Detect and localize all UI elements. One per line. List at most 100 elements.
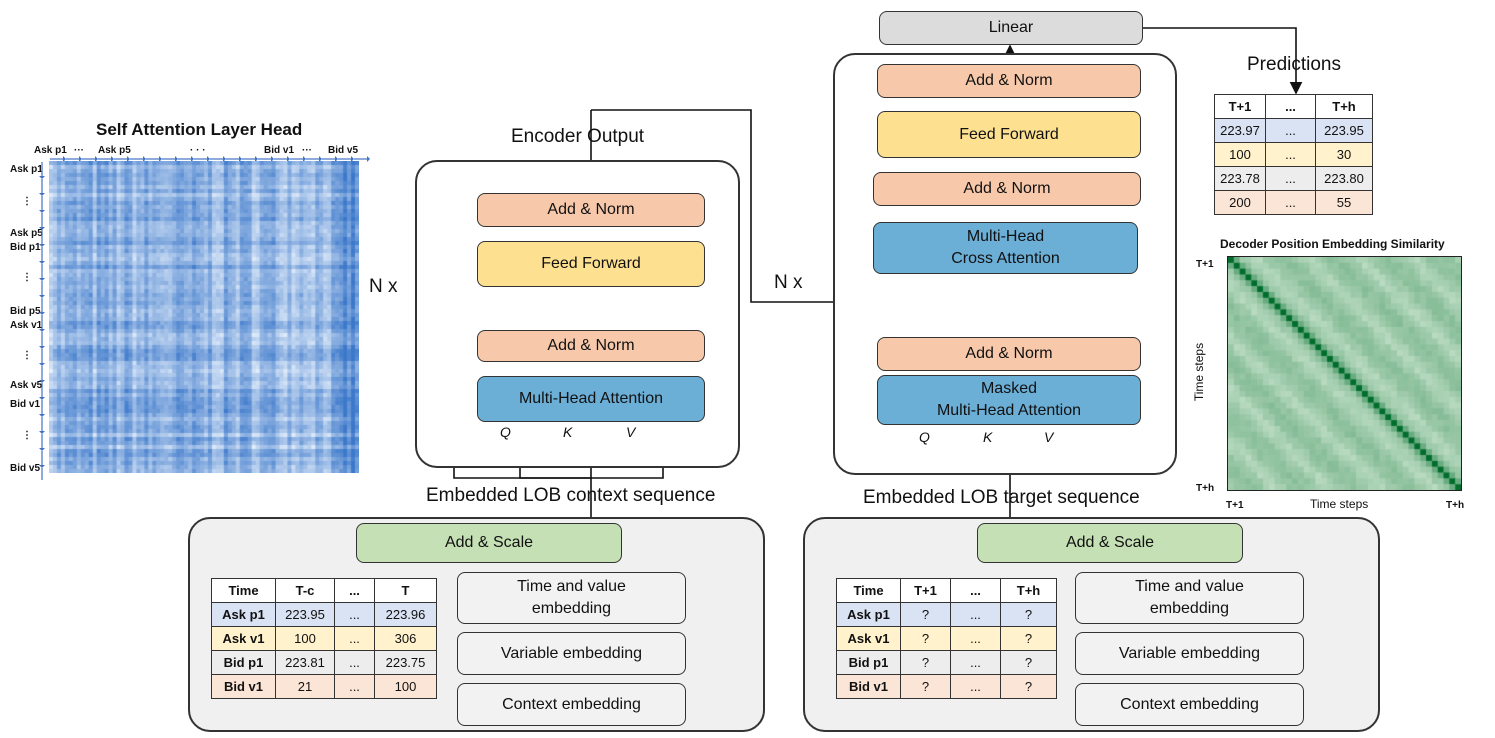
context-cell: ... [334, 626, 375, 651]
target-cell: ? [900, 674, 951, 699]
context-row-label: Bid v1 [211, 674, 276, 699]
pred-cell: 30 [1315, 142, 1373, 167]
encoder-add-norm-bottom: Add & Norm [477, 330, 705, 362]
pred-cell: 100 [1214, 142, 1266, 167]
heatmap-left-label: ⋮ [22, 350, 32, 361]
similarity-y-bottom: T+h [1196, 483, 1215, 494]
pred-cell: ... [1265, 190, 1316, 215]
context-variable-embedding: Variable embedding [457, 632, 686, 675]
decoder-masked-attention: Masked Multi-Head Attention [877, 375, 1141, 425]
target-cell: ? [1000, 626, 1057, 651]
target-table: Time T+1 ... T+h Ask p1?...? Ask v1?...?… [836, 578, 1057, 699]
decoder-add-norm-top: Add & Norm [877, 64, 1141, 98]
context-cell: ... [334, 602, 375, 627]
heatmap-top-label: Ask p1 [34, 145, 67, 156]
context-cell: ... [334, 650, 375, 675]
decoder-v-label: V [1044, 429, 1054, 445]
similarity-x-left: T+1 [1226, 500, 1244, 511]
encoder-q-label: Q [500, 424, 511, 440]
heatmap-left-label: ⋮ [22, 196, 32, 207]
self-attention-heatmap [49, 161, 359, 473]
pred-cell: 223.95 [1315, 118, 1373, 143]
context-header: ... [334, 578, 375, 603]
target-header: T+h [1000, 578, 1057, 603]
context-row-label: Ask v1 [211, 626, 276, 651]
context-row-label: Bid p1 [211, 650, 276, 675]
heatmap-left-label: Bid p1 [10, 242, 41, 253]
decoder-feed-forward: Feed Forward [877, 111, 1141, 158]
target-cell: ? [1000, 674, 1057, 699]
target-time-value-embedding: Time and value embedding [1075, 572, 1304, 624]
heatmap-left-label: Ask v5 [10, 380, 43, 391]
heatmap-top-label: · · · [190, 145, 206, 156]
context-cell: 223.75 [374, 650, 437, 675]
target-cell: ? [900, 650, 951, 675]
similarity-y-label: Time steps [1192, 342, 1207, 402]
context-add-scale: Add & Scale [356, 523, 622, 563]
heatmap-top-label: ··· [302, 145, 312, 156]
decoder-add-norm-mid: Add & Norm [873, 172, 1141, 206]
position-similarity-heatmap [1227, 256, 1462, 491]
target-cell: ? [1000, 650, 1057, 675]
encoder-repeat-label: N x [369, 276, 398, 297]
predictions-table: T+1 ... T+h 223.97...223.95 100...30 223… [1214, 94, 1373, 215]
decoder-k-label: K [983, 429, 993, 445]
pred-cell: ... [1265, 118, 1316, 143]
heatmap-left-label: Ask p5 [10, 228, 43, 239]
context-cell: 100 [374, 674, 437, 699]
predictions-title: Predictions [1247, 54, 1341, 75]
decoder-add-norm-bottom: Add & Norm [877, 337, 1141, 371]
heatmap-left-label: Bid v1 [10, 399, 41, 410]
target-cell: ? [900, 626, 951, 651]
heatmap-left-label: ⋮ [22, 272, 32, 283]
context-time-value-embedding: Time and value embedding [457, 572, 686, 624]
target-cell: ? [1000, 602, 1057, 627]
target-row-label: Ask v1 [836, 626, 901, 651]
target-row-label: Bid p1 [836, 650, 901, 675]
pred-header: ... [1265, 94, 1316, 119]
context-cell: 21 [275, 674, 335, 699]
heatmap-left-label: Ask p1 [10, 164, 43, 175]
similarity-title: Decoder Position Embedding Similarity [1220, 237, 1445, 251]
context-header: T-c [275, 578, 335, 603]
target-cell: ... [950, 626, 1001, 651]
context-cell: 223.81 [275, 650, 335, 675]
encoder-v-label: V [626, 424, 636, 440]
target-row-label: Ask p1 [836, 602, 901, 627]
heatmap-top-label: ··· [74, 145, 84, 156]
context-header: Time [211, 578, 276, 603]
context-cell: 100 [275, 626, 335, 651]
heatmap-top-label: Ask p5 [98, 145, 131, 156]
pred-cell: ... [1265, 166, 1316, 191]
similarity-y-top: T+1 [1196, 259, 1214, 270]
pred-cell: 223.80 [1315, 166, 1373, 191]
pred-cell: 55 [1315, 190, 1373, 215]
decoder-linear: Linear [879, 11, 1143, 45]
heatmap-left-label: Ask v1 [10, 320, 43, 331]
heatmap-left-label: Bid p5 [10, 306, 41, 317]
target-cell: ... [950, 602, 1001, 627]
pred-cell: 223.78 [1214, 166, 1266, 191]
encoder-input-label: Embedded LOB context sequence [426, 485, 716, 506]
target-variable-embedding: Variable embedding [1075, 632, 1304, 675]
encoder-k-label: K [563, 424, 573, 440]
target-header: T+1 [900, 578, 951, 603]
context-row-label: Ask p1 [211, 602, 276, 627]
decoder-cross-attention: Multi-Head Cross Attention [873, 222, 1138, 274]
context-context-embedding: Context embedding [457, 683, 686, 726]
decoder-input-label: Embedded LOB target sequence [863, 487, 1140, 508]
target-cell: ? [900, 602, 951, 627]
pred-header: T+1 [1214, 94, 1266, 119]
heatmap-left-label: Bid v5 [10, 463, 41, 474]
context-header: T [374, 578, 437, 603]
target-header: Time [836, 578, 901, 603]
similarity-x-right: T+h [1446, 500, 1465, 511]
encoder-feed-forward: Feed Forward [477, 241, 705, 287]
decoder-repeat-label: N x [774, 272, 803, 293]
target-header: ... [950, 578, 1001, 603]
heatmap-top-label: Bid v1 [264, 145, 295, 156]
target-cell: ... [950, 650, 1001, 675]
pred-cell: 200 [1214, 190, 1266, 215]
heatmap-axes [39, 156, 370, 480]
